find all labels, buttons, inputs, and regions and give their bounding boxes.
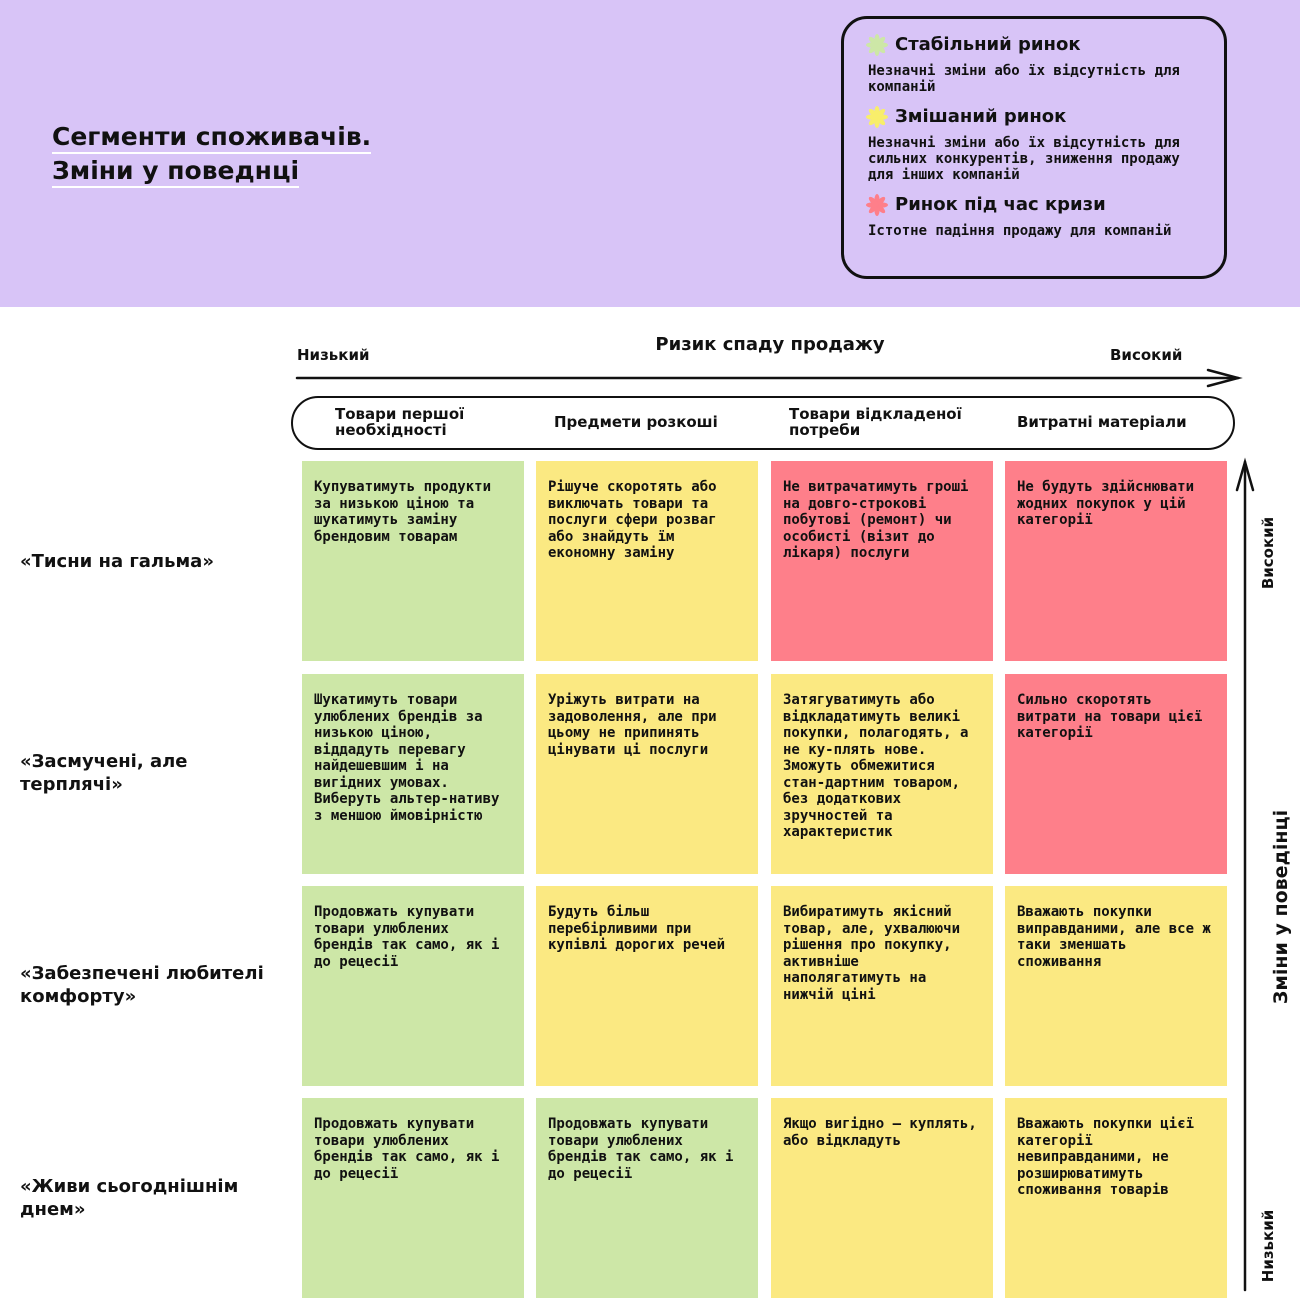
- legend: Стабільний ринок Незначні зміни або їх в…: [841, 16, 1227, 279]
- matrix-cell: Продовжать купувати товари улюблених бре…: [302, 886, 524, 1086]
- legend-name: Змішаний ринок: [895, 106, 1067, 127]
- matrix-cell: Рішуче скоротять або виключать товари та…: [536, 461, 758, 661]
- legend-item-stable: Стабільний ринок Незначні зміни або їх в…: [866, 33, 1208, 95]
- matrix-cell: Вважають покупки цієї категорії невиправ…: [1005, 1098, 1227, 1298]
- matrix-cell: Продовжать купувати товари улюблених бре…: [302, 1098, 524, 1298]
- x-axis-arrow: [295, 368, 1243, 388]
- matrix-cell: Продовжать купувати товари улюблених бре…: [536, 1098, 758, 1298]
- matrix-cell: Не будуть здійснювати жодних покупок у ц…: [1005, 461, 1227, 661]
- legend-name: Ринок під час кризи: [895, 194, 1106, 215]
- y-axis-low-label: Низький: [1259, 1209, 1277, 1283]
- x-axis-low-label: Низький: [297, 346, 370, 364]
- y-axis-title: Зміни у поведінці: [1270, 809, 1292, 1005]
- category-header: [291, 396, 1235, 450]
- x-axis-title: Ризик спаду продажу: [655, 334, 885, 355]
- legend-desc: Незначні зміни або їх відсутність для си…: [868, 135, 1180, 183]
- title-line-2: Зміни у поведнці: [52, 156, 300, 188]
- segment-label: «Засмучені, але терплячі»: [20, 751, 188, 795]
- x-axis-high-label: Високий: [1110, 346, 1183, 364]
- flower-icon: [866, 34, 888, 56]
- category-luxury: Предмети розкоші: [554, 413, 718, 431]
- flower-icon: [866, 106, 888, 128]
- legend-item-mixed: Змішаний ринок Незначні зміни або їх від…: [866, 105, 1208, 183]
- legend-desc: Незначні зміни або їх відсутність для ко…: [868, 63, 1180, 95]
- legend-name: Стабільний ринок: [895, 34, 1081, 55]
- y-axis-arrow: [1235, 457, 1255, 1292]
- title-line-1: Сегменти споживачів.: [52, 122, 372, 154]
- matrix-cell: Вважають покупки виправданими, але все ж…: [1005, 886, 1227, 1086]
- category-consumables: Витратні матеріали: [1017, 413, 1187, 431]
- segment-label: «Тисни на гальма»: [20, 551, 214, 572]
- matrix-cell: Купуватимуть продукти за низькою ціною т…: [302, 461, 524, 661]
- legend-item-crisis: Ринок під час кризи Істотне падіння прод…: [866, 193, 1208, 239]
- matrix-cell: Якщо вигідно — куплять, або відкладуть: [771, 1098, 993, 1298]
- matrix-cell: Затягуватимуть або відкладатимуть великі…: [771, 674, 993, 874]
- matrix-cell: Будуть більш перебірливими при купівлі д…: [536, 886, 758, 1086]
- y-axis-high-label: Високий: [1259, 516, 1277, 590]
- segment-label: «Живи сьогоднішнім днем»: [20, 1176, 239, 1220]
- matrix-cell: Шукатимуть товари улюблених брендів за н…: [302, 674, 524, 874]
- matrix-cell: Уріжуть витрати на задоволення, але при …: [536, 674, 758, 874]
- page-title: Сегменти споживачів. Зміни у поведнці: [52, 122, 372, 190]
- segment-label: «Забезпечені любителі комфорту»: [20, 963, 264, 1007]
- matrix-cell: Сильно скоротять витрати на товари цієї …: [1005, 674, 1227, 874]
- flower-icon: [866, 194, 888, 216]
- category-essentials: Товари першої необхідності: [335, 405, 465, 439]
- legend-desc: Істотне падіння продажу для компаній: [868, 223, 1172, 239]
- matrix-cell: Вибиратимуть якісний товар, але, ухвалюю…: [771, 886, 993, 1086]
- header-banner: Сегменти споживачів. Зміни у поведнці: [0, 0, 1300, 307]
- matrix-cell: Не витрачатимуть гроші на довго-строкові…: [771, 461, 993, 661]
- category-deferred: Товари відкладеної потреби: [789, 405, 962, 439]
